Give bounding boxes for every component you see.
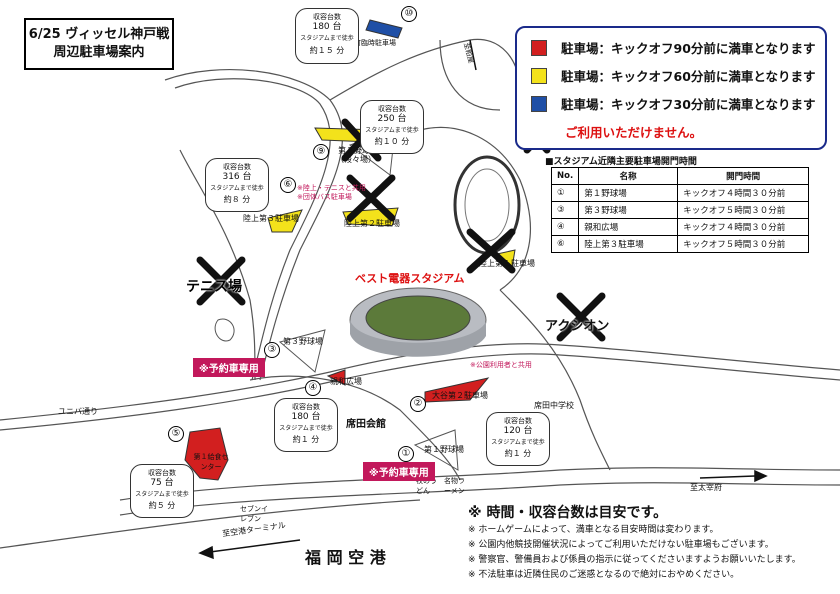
oyafuji-label: 大谷第２駐車場 — [432, 391, 488, 400]
reserved-badge-1: ※予約車専用 — [363, 462, 435, 481]
capacity-bubble-9: 収容台数 250 台 スタジアムまで徒歩 約１０ 分 — [360, 100, 424, 154]
ramen-label: 名物ラーメン — [444, 477, 465, 495]
seven-label: セブンイレブン — [240, 505, 268, 523]
kaizuka-label: 志免町臨時駐車場 — [340, 39, 396, 47]
table-row: ⑥ 陸上第３駐車場 キックオフ５時間３０分前 — [550, 235, 810, 253]
capacity-bubble-5: 収容台数 75 台 スタジアムまで徒歩 約５ 分 — [130, 464, 194, 518]
dazaifu-label: 至太宰府 — [690, 483, 722, 492]
shared-note: ※公園利用者と共用 — [470, 361, 532, 369]
notes: ※ 時間・収容台数は目安です。 ※ ホームゲームによって、満車となる目安時間は変… — [468, 506, 801, 583]
gate-table: No. 名称 開門時間 ① 第１野球場 キックオフ４時間３０分前 ③ 第３野球場… — [550, 167, 810, 253]
legend-blue: 駐車場：キックオフ30分前に満車となります — [531, 94, 816, 113]
table-row: ③ 第３野球場 キックオフ５時間３０分前 — [550, 201, 810, 219]
legend-red: 駐車場：キックオフ90分前に満車となります — [531, 38, 816, 57]
x-tennis — [196, 256, 246, 306]
circle-6: ⑥ — [280, 177, 296, 193]
capacity-bubble-1: 収容台数 120 台 スタジアムまで徒歩 約１ 分 — [486, 412, 550, 466]
capacity-bubble-10: 収容台数 180 台 スタジアムまで徒歩 約１５ 分 — [295, 8, 359, 64]
shared2-note: ※陸上・テニスと共用 — [297, 184, 366, 192]
note-line: ※ 警察官、警備員および係員の指示に従ってくださいますようお願いいたします。 — [468, 555, 801, 565]
rikujo3-lot — [267, 209, 303, 233]
notes-head: ※ 時間・収容台数は目安です。 — [468, 505, 668, 521]
oyafuji-lot — [424, 377, 490, 403]
title-line2: 周辺駐車場案内 — [53, 45, 145, 60]
rikujo1-label: 陸上第１駐車場 — [479, 259, 535, 268]
kyushoku-lot — [184, 427, 229, 481]
note-line: ※ ホームゲームによって、満車となる目安時間は変わります。 — [468, 525, 719, 535]
circle-10: ⑩ — [401, 6, 417, 22]
airport-label: 福 岡 空 港 — [305, 548, 386, 567]
circle-4: ④ — [305, 380, 321, 396]
circle-2: ② — [410, 396, 426, 412]
baseball2-label: 第２野球場 — [338, 146, 378, 155]
red-square-icon — [531, 39, 547, 56]
capacity-bubble-4: 収容台数 180 台 スタジアムまで徒歩 約１ 分 — [274, 398, 338, 452]
yellow-square-icon — [531, 67, 547, 84]
table-header-row: No. 名称 開門時間 — [550, 167, 810, 185]
udon-label: 牧のうどん — [416, 477, 437, 495]
tennis-label: テニス場 — [186, 279, 242, 295]
kaikan-label: 席田会館 — [346, 419, 386, 430]
note-line: ※ 公園内他競技開催状況によってご利用いただけない駐車場もございます。 — [468, 540, 774, 550]
rikujo2-label: 陸上第２駐車場 — [344, 219, 400, 228]
arrow-terminal — [198, 545, 214, 560]
x-rikujo1 — [466, 228, 516, 274]
table-row: ① 第１野球場 キックオフ４時間３０分前 — [550, 184, 810, 202]
baseball1-label: 第１野球場 — [424, 445, 464, 454]
reserved-badge-3: ※予約車専用 — [193, 358, 265, 377]
title-line1: 6/25 ヴィッセル神戸戦 — [28, 27, 170, 42]
legend-yellow: 駐車場：キックオフ60分前に満車となります — [531, 66, 816, 85]
road-south — [119, 467, 840, 501]
school-label: 席田中学校 — [534, 401, 574, 410]
blue-square-icon — [531, 95, 547, 112]
stadium-graphic — [349, 287, 487, 357]
baseball3-label: 第３野球場 — [283, 337, 323, 346]
circle-9: ⑨ — [313, 144, 329, 160]
baseball1-field — [413, 429, 459, 471]
map-title: 6/25 ヴィッセル神戸戦 周辺駐車場案内 — [24, 18, 174, 70]
rikujo3-label: 陸上第３駐車場 — [243, 214, 299, 223]
baseball3-field — [278, 329, 326, 373]
kaizuka-lot — [365, 19, 403, 39]
stadium-label: ベスト電器スタジアム — [355, 272, 465, 285]
circle-5: ⑤ — [168, 426, 184, 442]
note-line: ※ 不法駐車は近隣住民のご迷惑となるので絶対におやめください。 — [468, 570, 740, 580]
yuniba-label: ユニバ通り — [58, 407, 98, 416]
arrow-dazaifu — [754, 469, 768, 483]
capacity-bubble-6: 収容台数 316 台 スタジアムまで徒歩 約８ 分 — [205, 158, 269, 212]
table-row: ④ 親和広場 キックオフ４時間３０分前 — [550, 218, 810, 236]
bus-note: ※団体バス駐車場 — [297, 193, 352, 201]
dankaijo-label: （段々場） — [336, 155, 376, 164]
x-rikujo2 — [346, 174, 396, 222]
shinwa-label: 親和広場 — [330, 377, 362, 386]
axion-label: アクシオン — [545, 319, 610, 334]
shinwa-lot — [326, 369, 346, 386]
x-axion — [556, 292, 606, 342]
legend-unavailable: ご利用いただけません。 — [565, 125, 703, 140]
legend: 駐車場：キックオフ90分前に満車となります 駐車場：キックオフ60分前に満車とな… — [515, 26, 827, 150]
gate-table-title: ■スタジアム近隣主要駐車場開門時間 — [545, 157, 697, 167]
circle-1: ① — [398, 446, 414, 462]
kyushoku-label: 第１給食センター — [193, 453, 229, 471]
circle-3: ③ — [264, 342, 280, 358]
